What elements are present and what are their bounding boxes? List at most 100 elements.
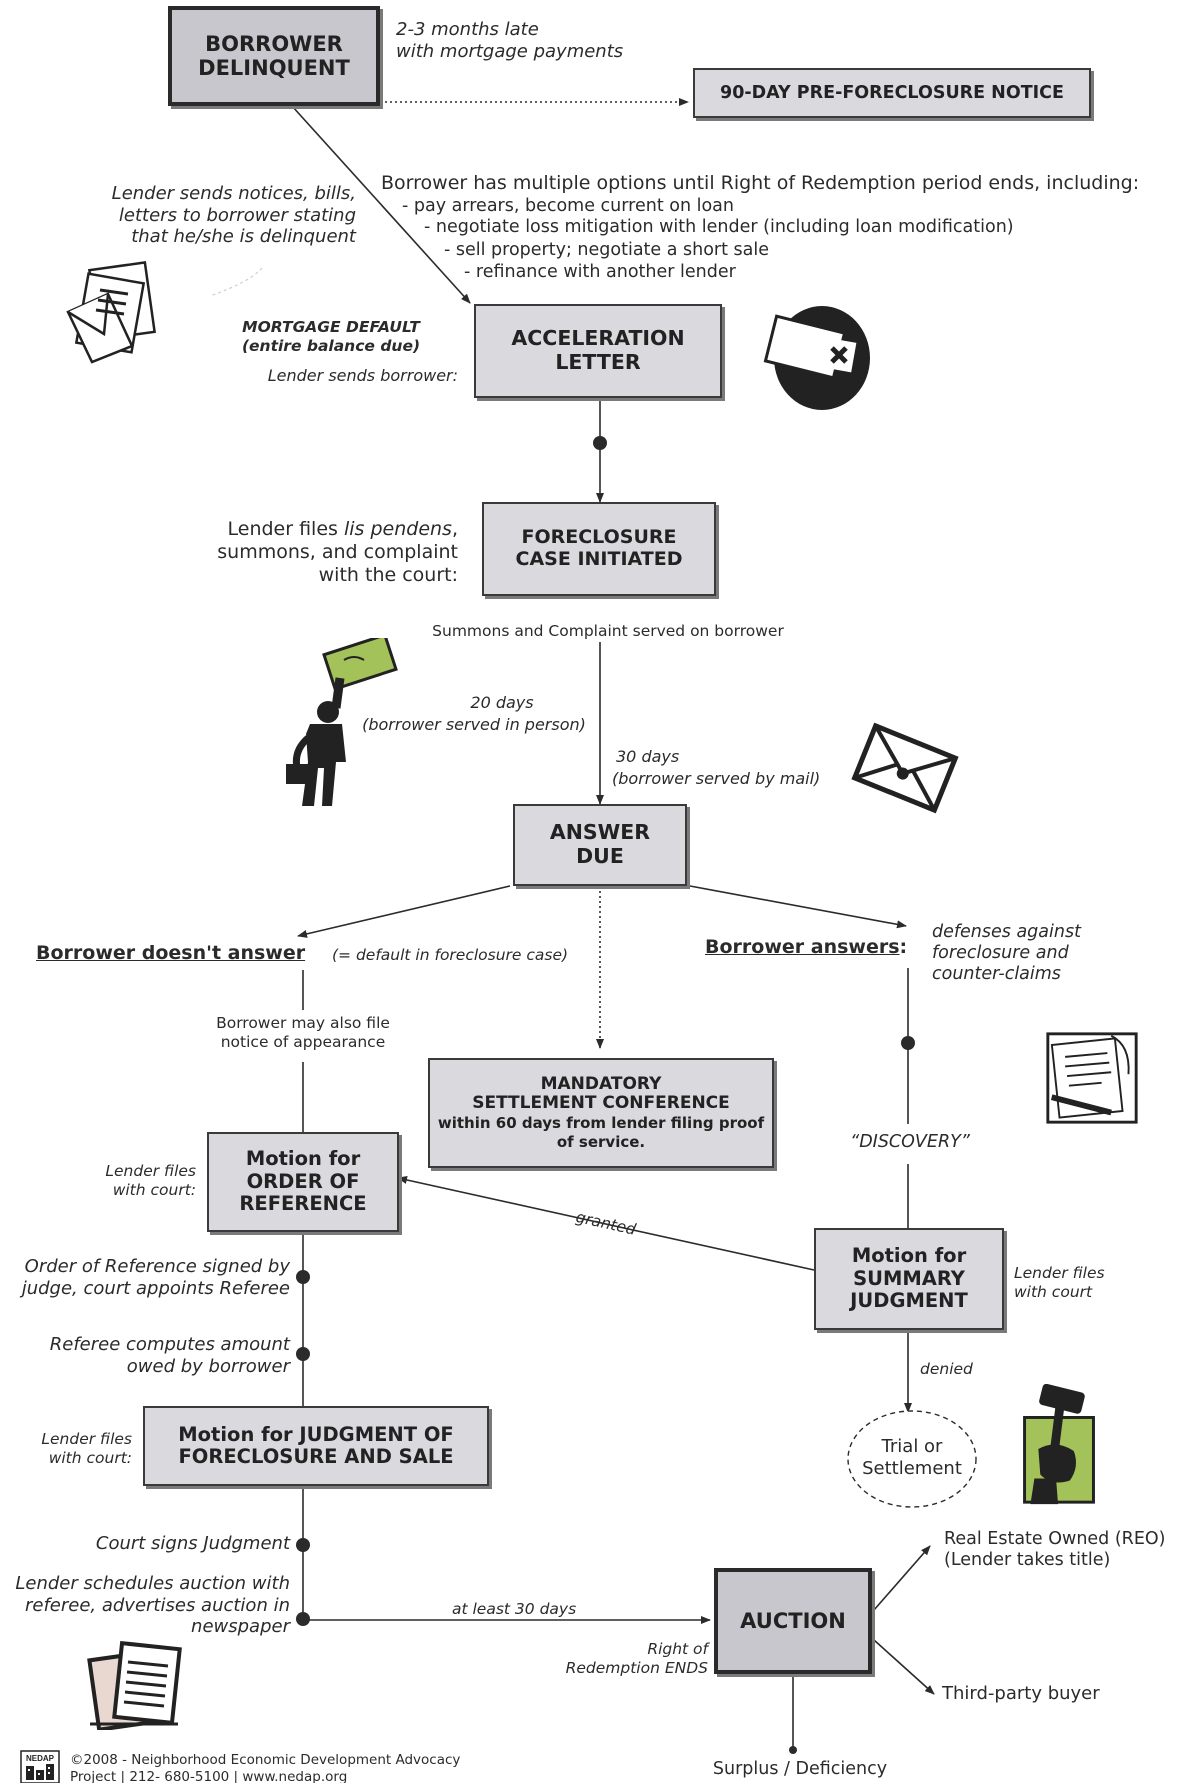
- arrow-auction-to-third-party: [873, 1639, 935, 1695]
- referee-computes-note: Referee computes amount owed by borrower: [20, 1334, 290, 1377]
- note-line: referee, advertises auction in: [24, 1594, 290, 1616]
- note-line: Real Estate Owned (REO): [944, 1529, 1166, 1549]
- borrower-delinquent-box: BORROWER DELINQUENT: [168, 6, 380, 106]
- note-line: foreclosure and: [932, 943, 1069, 963]
- envelope-icon: [851, 722, 959, 814]
- logo-text: NEDAP: [26, 1754, 55, 1763]
- pre-foreclosure-notice-box: 90-DAY PRE-FORECLOSURE NOTICE: [693, 68, 1091, 118]
- option-item: - refinance with another lender: [464, 262, 736, 282]
- foreclosure-case-box: FORECLOSURE CASE INITIATED: [482, 502, 716, 596]
- note-line: (borrower served by mail): [612, 768, 821, 788]
- box-label: FORECLOSURE: [521, 526, 677, 549]
- defenses-note: defenses against foreclosure and counter…: [932, 922, 1081, 985]
- note-line: Lender schedules auction with: [15, 1573, 290, 1594]
- judgment-foreclosure-sale-box: Motion for JUDGMENT OF FORECLOSURE AND S…: [143, 1406, 489, 1486]
- note-line: notice of appearance: [220, 1032, 386, 1051]
- note-line: with court:: [112, 1180, 196, 1199]
- note-line: with court: [1014, 1282, 1093, 1301]
- note-line: Order of Reference signed by: [24, 1256, 290, 1277]
- notices-curve: [209, 267, 263, 297]
- box-label: BORROWER: [205, 31, 343, 56]
- surplus-deficiency-label: Surplus / Deficiency: [712, 1759, 888, 1779]
- node-dot: [593, 436, 607, 450]
- trial-ellipse: [847, 1410, 977, 1508]
- lender-files-court-note-3: Lender files with court:: [22, 1430, 132, 1467]
- note-line: with court:: [48, 1448, 132, 1467]
- box-label: SETTLEMENT CONFERENCE: [472, 1093, 730, 1114]
- note-line: Lender sends notices, bills,: [111, 183, 356, 204]
- lender-files-court-note-2: Lender files with court: [1014, 1264, 1105, 1301]
- trial-settlement-label: Trial or Settlement: [848, 1436, 976, 1479]
- node-dot: [789, 1746, 797, 1754]
- trial-line: Trial or: [881, 1436, 943, 1457]
- node-dot: [296, 1270, 310, 1284]
- answer-due-box: ANSWER DUE: [513, 804, 687, 886]
- right-of-redemption-note: Right of Redemption ENDS: [540, 1640, 708, 1677]
- lender-sends-note: Lender sends borrower:: [267, 366, 458, 385]
- note-line: with mortgage payments: [396, 40, 624, 62]
- man-holding-bill-icon: [286, 638, 398, 806]
- box-label: 90-DAY PRE-FORECLOSURE NOTICE: [720, 82, 1064, 103]
- notice-appearance-note: Borrower may also file notice of appeara…: [186, 1014, 420, 1052]
- note-line: MORTGAGE DEFAULT: [242, 318, 420, 336]
- note-line: Lender files: [1014, 1264, 1105, 1282]
- summary-judgment-box: Motion for SUMMARY JUDGMENT: [814, 1228, 1004, 1330]
- box-label: REFERENCE: [239, 1192, 367, 1216]
- answers-text: Borrower answers: [705, 936, 900, 958]
- newspaper-icon: [87, 1640, 182, 1730]
- note-line: that he/she is delinquent: [131, 226, 356, 248]
- note-line: summons, and complaint: [217, 541, 458, 564]
- late-payments-note: 2-3 months late with mortgage payments: [396, 19, 623, 62]
- note-line: 20 days: [470, 693, 534, 712]
- note-line: Lender files: [41, 1430, 132, 1448]
- box-label: ACCELERATION: [511, 326, 685, 351]
- credit-card-icon: [763, 306, 870, 410]
- box-label: JUDGMENT: [850, 1289, 968, 1313]
- note-line: counter-claims: [932, 964, 1061, 984]
- court-signs-note: Court signs Judgment: [95, 1533, 290, 1554]
- box-label: MANDATORY: [540, 1073, 662, 1094]
- box-label: Motion for: [245, 1147, 361, 1171]
- mortgage-default-note: MORTGAGE DEFAULT (entire balance due): [226, 318, 436, 355]
- order-signed-note: Order of Reference signed by judge, cour…: [8, 1256, 290, 1299]
- schedules-auction-note: Lender schedules auction with referee, a…: [8, 1573, 290, 1638]
- box-sublabel: of service.: [556, 1132, 646, 1151]
- node-dot: [296, 1612, 310, 1626]
- lender-notices-note: Lender sends notices, bills, letters to …: [52, 183, 356, 248]
- nedap-logo-icon: NEDAP: [20, 1750, 60, 1783]
- note-line: (borrower served in person): [362, 714, 586, 734]
- box-label: AUCTION: [740, 1608, 846, 1633]
- auction-box: AUCTION: [714, 1568, 872, 1674]
- copyright-line: ©2008 - Neighborhood Economic Developmen…: [70, 1752, 461, 1768]
- note-line: judge, court appoints Referee: [21, 1277, 290, 1299]
- third-party-buyer-label: Third-party buyer: [942, 1683, 1100, 1704]
- note-line: Lender files lis pendens,: [227, 518, 459, 540]
- note-line: letters to borrower stating: [118, 204, 356, 226]
- note-line: with the court:: [318, 564, 458, 587]
- reo-note: Real Estate Owned (REO) (Lender takes ti…: [944, 1529, 1166, 1571]
- node-dot: [901, 1036, 915, 1050]
- note-line: 30 days: [616, 747, 680, 766]
- note-line: (Lender takes title): [944, 1550, 1111, 1570]
- at-least-30-days-label: at least 30 days: [452, 1600, 577, 1618]
- note-line: owed by borrower: [126, 1355, 290, 1377]
- node-dot: [296, 1538, 310, 1552]
- summons-served-note: Summons and Complaint served on borrower: [432, 622, 784, 640]
- acceleration-letter-box: ACCELERATION LETTER: [474, 304, 722, 398]
- note-line: Redemption ENDS: [565, 1658, 708, 1677]
- arrow-answer-to-answers: [689, 885, 907, 929]
- note-line: Project | 212- 680-5100 | www.nedap.org: [70, 1769, 348, 1783]
- box-label: LETTER: [555, 350, 641, 374]
- note-line: Lender files: [105, 1162, 196, 1180]
- box-label: ANSWER: [549, 820, 651, 845]
- arrow-delinquent-to-acceleration: [291, 105, 471, 304]
- copyright-line-2: Project | 212- 680-5100 | www.nedap.org: [70, 1769, 347, 1783]
- note-line: Borrower may also file: [216, 1014, 390, 1032]
- node-dot: [296, 1347, 310, 1361]
- document-pen-icon: [1046, 1032, 1138, 1124]
- arrow-auction-to-reo: [873, 1545, 931, 1611]
- note-line: 2-3 months late: [396, 19, 539, 40]
- box-label: ORDER OF: [246, 1169, 360, 1193]
- note-line: Referee computes amount: [49, 1334, 290, 1355]
